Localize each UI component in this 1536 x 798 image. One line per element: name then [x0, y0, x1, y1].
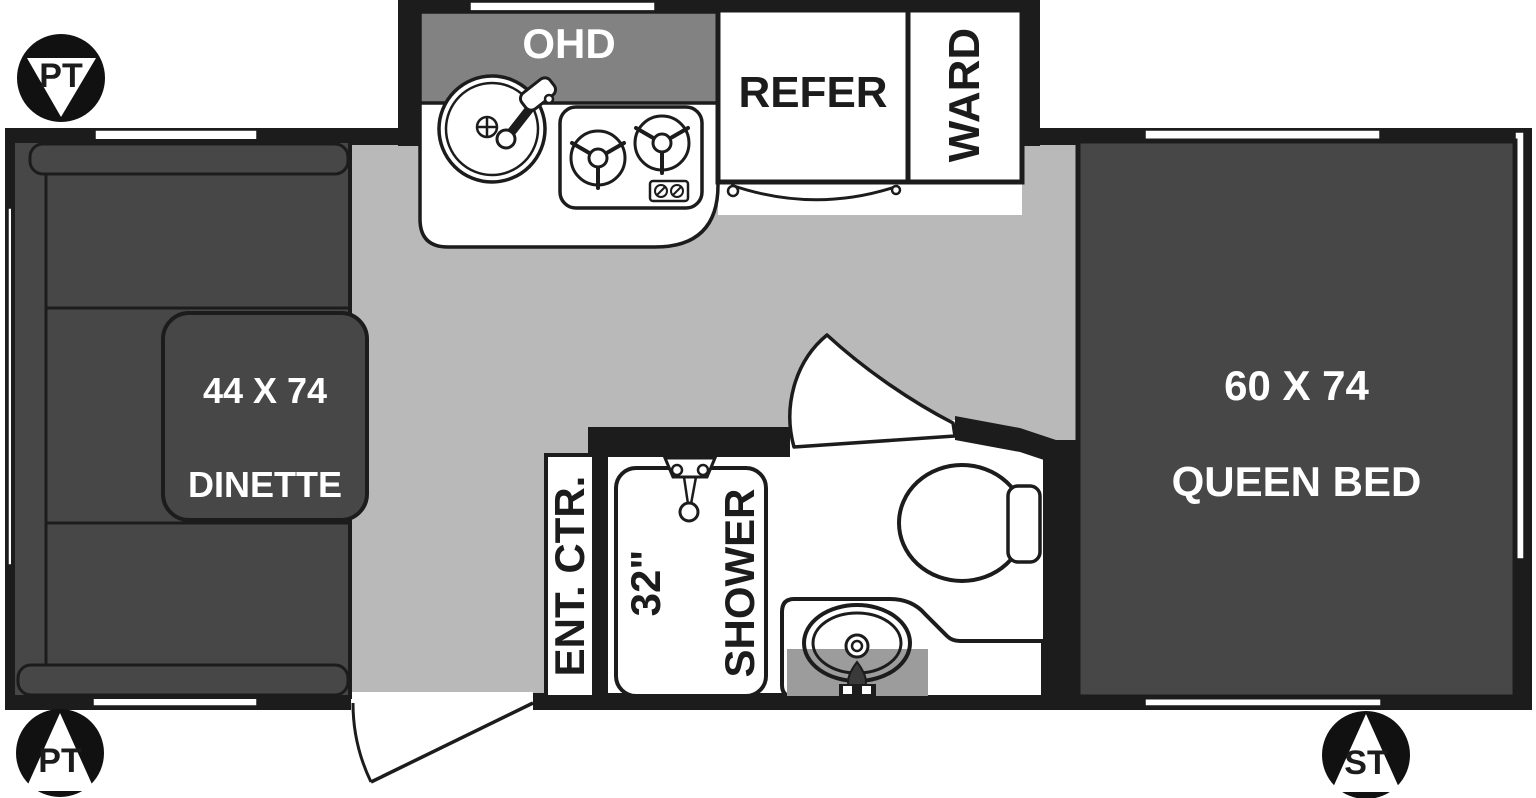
kitchen-sink-icon: [437, 74, 558, 184]
bathroom-sink-icon: [802, 603, 912, 696]
shower-label: 32" SHOWER: [622, 469, 763, 697]
kitchen: [418, 7, 1025, 249]
queen-bed: [1075, 138, 1518, 700]
dinette-table: [161, 311, 369, 522]
refrigerator-door-swing-icon: [718, 183, 1022, 215]
toilet-icon: [897, 463, 1042, 583]
dinette-size: 44 X 74: [202, 370, 328, 411]
wardrobe-label: WARD: [940, 27, 989, 163]
shower: [614, 456, 768, 698]
bed-size: 60 X 74: [1224, 362, 1369, 409]
refrigerator-label: REFER: [738, 68, 888, 117]
shower-name: SHOWER: [715, 488, 763, 678]
entry-door-swing-icon: [351, 692, 534, 784]
dinette-name: DINETTE: [187, 464, 342, 505]
bathroom-vanity: [780, 597, 1045, 699]
marker-st-bottom-label: ST: [1344, 744, 1388, 782]
bed-name: QUEEN BED: [1171, 458, 1422, 505]
overhead-cabinet-label: OHD: [522, 20, 616, 67]
stove-two-burner-icon: [558, 105, 704, 210]
entertainment-center-label: ENT. CTR.: [546, 475, 593, 677]
dinette-label: 44 X 74 DINETTE: [163, 367, 367, 508]
refrigerator: [715, 7, 911, 185]
marker-pt-top-icon: [17, 34, 105, 122]
dinette: [11, 139, 369, 699]
marker-pt-bottom-icon: [16, 709, 104, 797]
shower-head-icon: [662, 456, 718, 523]
marker-st-bottom-icon: [1322, 711, 1410, 798]
shower-size: 32": [621, 549, 669, 617]
marker-pt-bottom-label: PT: [38, 742, 82, 780]
queen-bed-label: 60 X 74 QUEEN BED: [1078, 362, 1515, 506]
bathroom-door-swing-icon: [788, 333, 957, 449]
marker-pt-top-label: PT: [39, 57, 83, 95]
entertainment-center: [544, 453, 596, 699]
wardrobe: [905, 7, 1025, 185]
